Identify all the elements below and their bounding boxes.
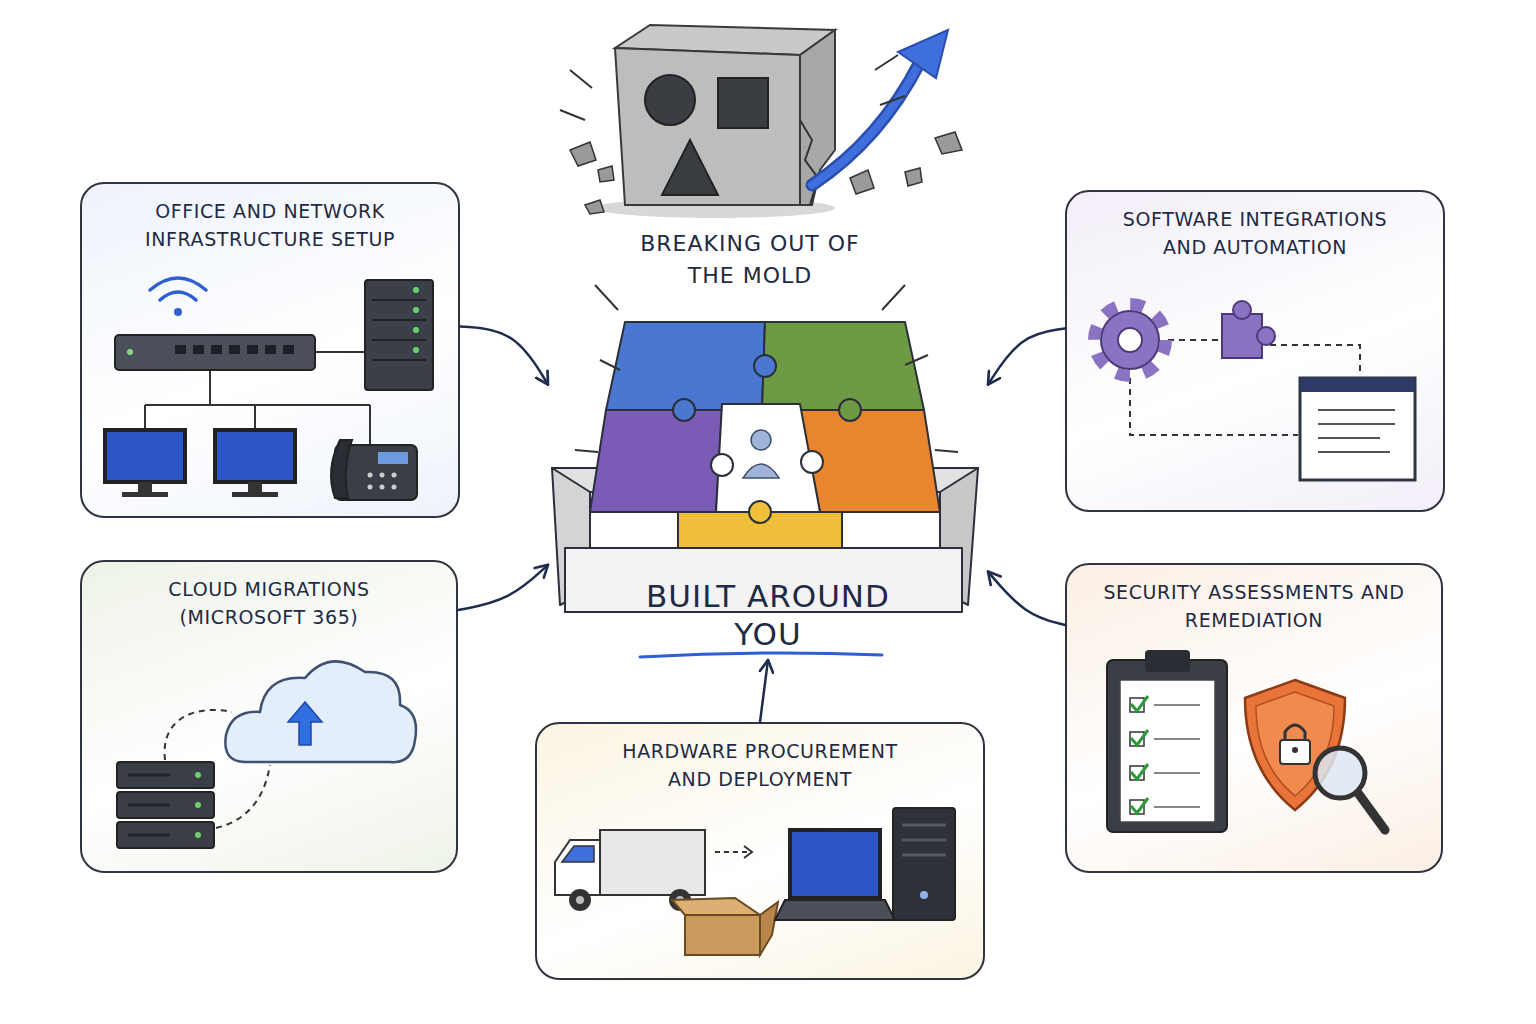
broken-mold-illustration — [645, 75, 695, 125]
puzzle-tab — [749, 501, 771, 523]
broken-mold-illustration — [598, 166, 614, 182]
service-box: OFFICE AND NETWORK INFRASTRUCTURE SETUP — [80, 182, 460, 518]
broken-mold-illustration — [615, 25, 835, 55]
service-box: HARDWARE PROCUREMENT AND DEPLOYMENT — [535, 722, 985, 980]
box-title: HARDWARE PROCUREMENT AND DEPLOYMENT — [605, 738, 915, 793]
puzzle-tab — [673, 399, 695, 421]
broken-mold-illustration — [570, 142, 596, 166]
center-mold-node: BUILT AROUND YOU — [548, 320, 988, 660]
broken-mold-illustration — [585, 200, 604, 214]
title-underline — [640, 653, 882, 657]
flow-arrow — [988, 572, 1065, 625]
box-title: OFFICE AND NETWORK INFRASTRUCTURE SETUP — [115, 198, 425, 253]
person-icon — [751, 430, 771, 450]
broken-mold-illustration — [812, 62, 920, 185]
broken-mold-illustration — [800, 30, 835, 205]
broken-mold-illustration — [800, 120, 818, 205]
broken-mold-illustration — [615, 48, 800, 205]
broken-mold-illustration — [560, 25, 962, 218]
box-title: SOFTWARE INTEGRATIONS AND AUTOMATION — [1100, 206, 1410, 261]
puzzle-tab — [839, 399, 861, 421]
service-box: SECURITY ASSESSMENTS AND REMEDIATION — [1065, 563, 1443, 873]
person-icon — [743, 464, 779, 478]
service-box: SOFTWARE INTEGRATIONS AND AUTOMATION — [1065, 190, 1445, 512]
puzzle-piece — [762, 322, 924, 410]
puzzle-piece — [590, 410, 722, 512]
text-holder: BUILT AROUND YOU — [548, 578, 988, 654]
puzzle-tab — [711, 454, 733, 476]
mold-and-puzzle — [552, 322, 978, 612]
broken-mold-illustration — [812, 62, 920, 185]
box-title: SECURITY ASSESSMENTS AND REMEDIATION — [1099, 579, 1409, 634]
title-underline — [640, 653, 882, 657]
broken-mold-illustration — [905, 168, 922, 186]
box-title: CLOUD MIGRATIONS (MICROSOFT 365) — [114, 576, 424, 631]
broken-mold-illustration — [662, 140, 718, 195]
broken-mold-illustration — [935, 132, 962, 154]
broken-mold-illustration — [718, 78, 768, 128]
broken-mold-illustration — [850, 170, 874, 194]
broken-mold-illustration — [595, 198, 835, 218]
section-label: BREAKING OUT OF THE MOLD — [640, 228, 860, 292]
puzzle-piece — [800, 410, 940, 512]
flow-arrow — [458, 565, 548, 610]
service-box: CLOUD MIGRATIONS (MICROSOFT 365) — [80, 560, 458, 873]
puzzle-tab — [754, 355, 776, 377]
broken-mold-illustration — [898, 30, 948, 78]
center-title: BUILT AROUND YOU — [643, 578, 893, 654]
broken-mold-illustration — [560, 55, 905, 120]
flow-arrow — [760, 660, 768, 722]
puzzle-piece — [606, 322, 765, 410]
flow-arrow — [460, 326, 548, 384]
puzzle-tab — [801, 451, 823, 473]
flow-arrow — [988, 328, 1065, 384]
